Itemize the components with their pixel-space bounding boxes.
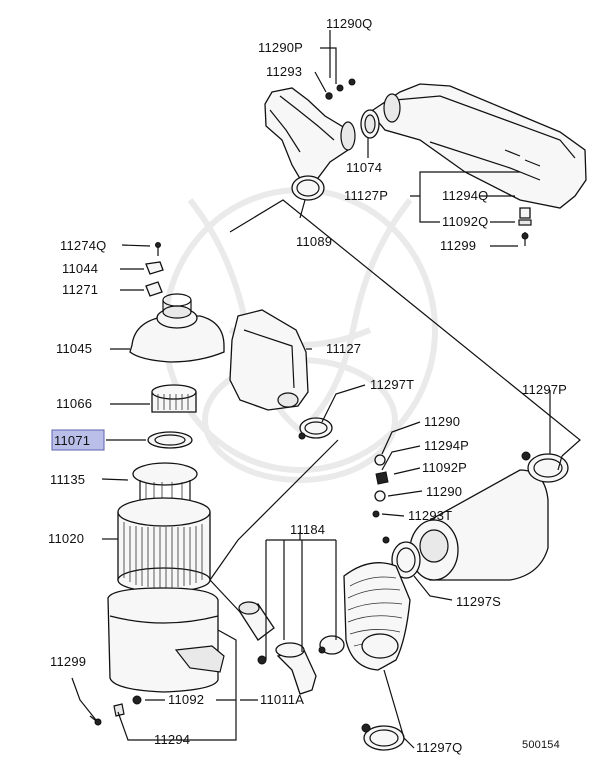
label-11294[interactable]: 11294 xyxy=(154,732,190,747)
label-11092P[interactable]: 11092P xyxy=(422,460,467,475)
intake-duct-assembly[interactable] xyxy=(264,78,587,246)
label-11290Q[interactable]: 11290Q xyxy=(326,16,373,31)
label-11184[interactable]: 11184 xyxy=(290,522,325,537)
label-11092[interactable]: 11092 xyxy=(168,692,204,707)
highlight-11071 xyxy=(51,429,105,451)
label-11011A[interactable]: 11011A xyxy=(260,692,304,707)
label-11297P[interactable]: 11297P xyxy=(522,382,567,397)
label-11299-bottom[interactable]: 11299 xyxy=(50,654,86,669)
label-11297T[interactable]: 11297T xyxy=(370,377,414,392)
label-11089[interactable]: 11089 xyxy=(296,234,332,249)
label-11274Q[interactable]: 11274Q xyxy=(60,238,107,253)
label-11293T[interactable]: 11293T xyxy=(408,508,452,523)
diagram-code: 500154 xyxy=(522,739,560,751)
label-11127[interactable]: 11127 xyxy=(326,341,361,356)
intake-duct-11127[interactable] xyxy=(229,309,333,440)
label-11020[interactable]: 11020 xyxy=(48,531,84,546)
hose-set-11184[interactable] xyxy=(238,562,411,751)
label-11290-a[interactable]: 11290 xyxy=(424,414,460,429)
label-11290-b[interactable]: 11290 xyxy=(426,484,462,499)
label-11299-top[interactable]: 11299 xyxy=(440,238,476,253)
label-11297Q[interactable]: 11297Q xyxy=(416,740,463,755)
label-11271[interactable]: 11271 xyxy=(62,282,98,297)
label-11135[interactable]: 11135 xyxy=(50,472,85,487)
label-11045[interactable]: 11045 xyxy=(56,341,92,356)
label-11044[interactable]: 11044 xyxy=(62,261,98,276)
resonator-assembly[interactable] xyxy=(372,451,569,581)
label-11293[interactable]: 11293 xyxy=(266,64,302,79)
label-11297S[interactable]: 11297S xyxy=(456,594,501,609)
label-11066[interactable]: 11066 xyxy=(56,396,92,411)
label-11127P[interactable]: 11127P xyxy=(344,188,388,203)
label-11294P[interactable]: 11294P xyxy=(424,438,469,453)
leader-lines xyxy=(71,30,581,749)
label-11290P[interactable]: 11290P xyxy=(258,40,303,55)
air-cleaner-assembly[interactable] xyxy=(89,242,225,726)
label-11092Q[interactable]: 11092Q xyxy=(442,214,489,229)
label-11071[interactable]: 11071 xyxy=(54,433,90,448)
part-labels: 11290Q 11290P 11293 11074 11127P 11294Q … xyxy=(48,16,567,755)
label-11074[interactable]: 11074 xyxy=(346,160,382,175)
label-11294Q[interactable]: 11294Q xyxy=(442,188,489,203)
